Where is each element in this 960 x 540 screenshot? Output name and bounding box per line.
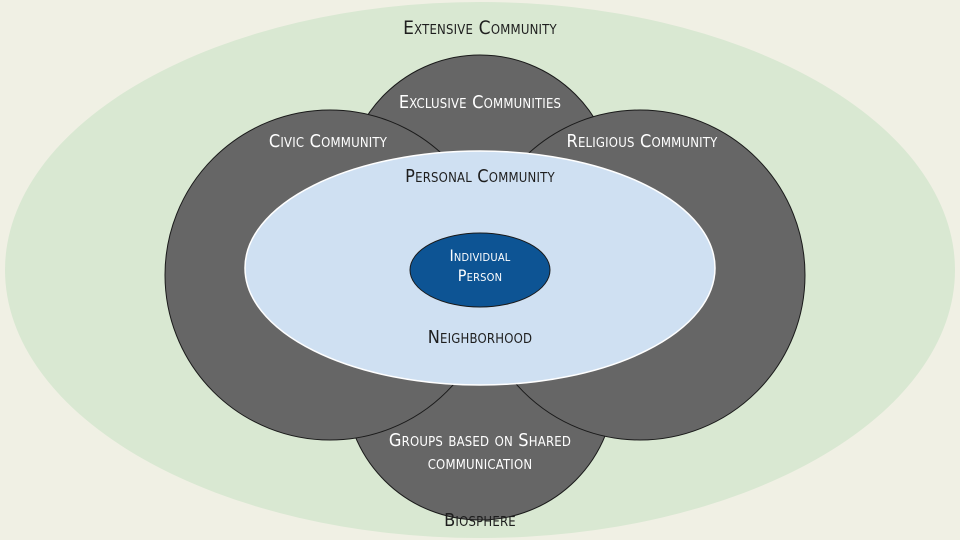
label-personal-community: Personal Community: [405, 166, 555, 187]
label-biosphere: Biosphere: [444, 510, 516, 531]
label-neighborhood: Neighborhood: [427, 327, 533, 348]
label-individual-line2: Person: [457, 266, 503, 285]
label-extensive-community: Extensive Community: [403, 17, 557, 39]
label-shared-communication: Groups based on Shared communication: [370, 430, 590, 475]
label-individual-person: Individual Person: [420, 246, 540, 286]
label-civic-community: Civic Community: [268, 131, 388, 152]
label-exclusive-communities: Exclusive Communities: [398, 92, 562, 113]
individual-person-ellipse: [409, 232, 551, 308]
label-shared-line1: Groups based on Shared: [388, 430, 572, 451]
label-religious-community: Religious Community: [566, 131, 718, 152]
label-shared-line2: communication: [427, 452, 533, 474]
label-individual-line1: Individual: [449, 246, 511, 265]
